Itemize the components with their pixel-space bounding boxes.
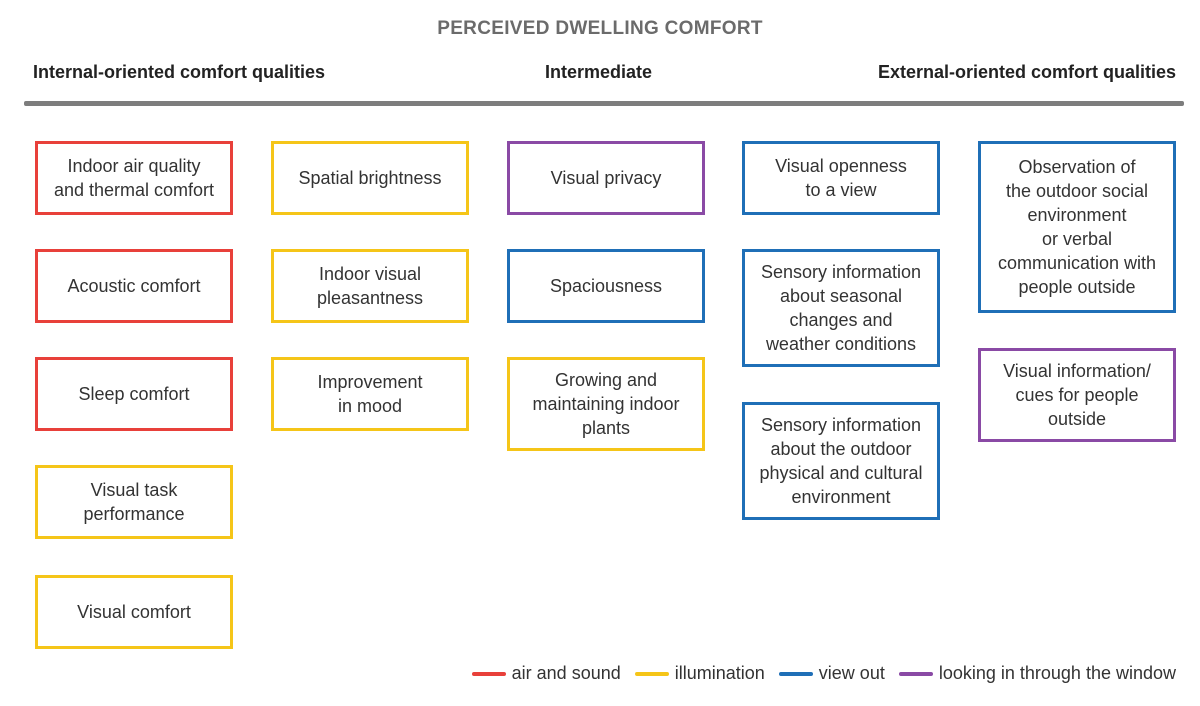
diagram-title: PERCEIVED DWELLING COMFORT xyxy=(437,18,763,39)
legend-item-air-and-sound: air and sound xyxy=(471,663,621,684)
box-sleep-comfort: Sleep comfort xyxy=(35,357,233,431)
box-visual-cues: Visual information/ cues for people outs… xyxy=(978,348,1176,442)
legend-swatch-red xyxy=(471,671,506,676)
box-visual-comfort: Visual comfort xyxy=(35,575,233,649)
box-outdoor-observation: Observation of the outdoor social enviro… xyxy=(978,141,1176,313)
header-internal: Internal-oriented comfort qualities xyxy=(33,62,326,82)
box-visual-privacy: Visual privacy xyxy=(507,141,705,215)
legend-label: illumination xyxy=(674,663,765,683)
box-improvement-in-mood: Improvement in mood xyxy=(271,357,469,431)
box-indoor-air-quality: Indoor air quality and thermal comfort xyxy=(35,141,233,215)
box-spaciousness: Spaciousness xyxy=(507,249,705,323)
header-intermediate: Intermediate xyxy=(545,62,653,82)
box-spatial-brightness: Spatial brightness xyxy=(271,141,469,215)
box-indoor-plants: Growing and maintaining indoor plants xyxy=(507,357,705,451)
legend-item-view-out: view out xyxy=(778,663,885,684)
legend-swatch-purple xyxy=(898,671,933,676)
header-divider xyxy=(24,101,1184,106)
legend-label: looking in through the window xyxy=(938,663,1176,683)
legend-swatch-blue xyxy=(778,671,813,676)
legend-item-looking-in: looking in through the window xyxy=(898,663,1176,684)
box-acoustic-comfort: Acoustic comfort xyxy=(35,249,233,323)
box-outdoor-environment-information: Sensory information about the outdoor ph… xyxy=(742,402,940,520)
legend-label: air and sound xyxy=(511,663,621,683)
legend-label: view out xyxy=(818,663,885,683)
legend-item-illumination: illumination xyxy=(634,663,765,684)
box-visual-openness: Visual openness to a view xyxy=(742,141,940,215)
legend-swatch-yellow xyxy=(634,671,669,676)
legend: air and sound illumination view out look… xyxy=(471,663,1176,684)
box-seasonal-information: Sensory information about seasonal chang… xyxy=(742,249,940,367)
box-visual-task-performance: Visual task performance xyxy=(35,465,233,539)
header-external: External-oriented comfort qualities xyxy=(877,62,1176,82)
box-indoor-visual-pleasantness: Indoor visual pleasantness xyxy=(271,249,469,323)
